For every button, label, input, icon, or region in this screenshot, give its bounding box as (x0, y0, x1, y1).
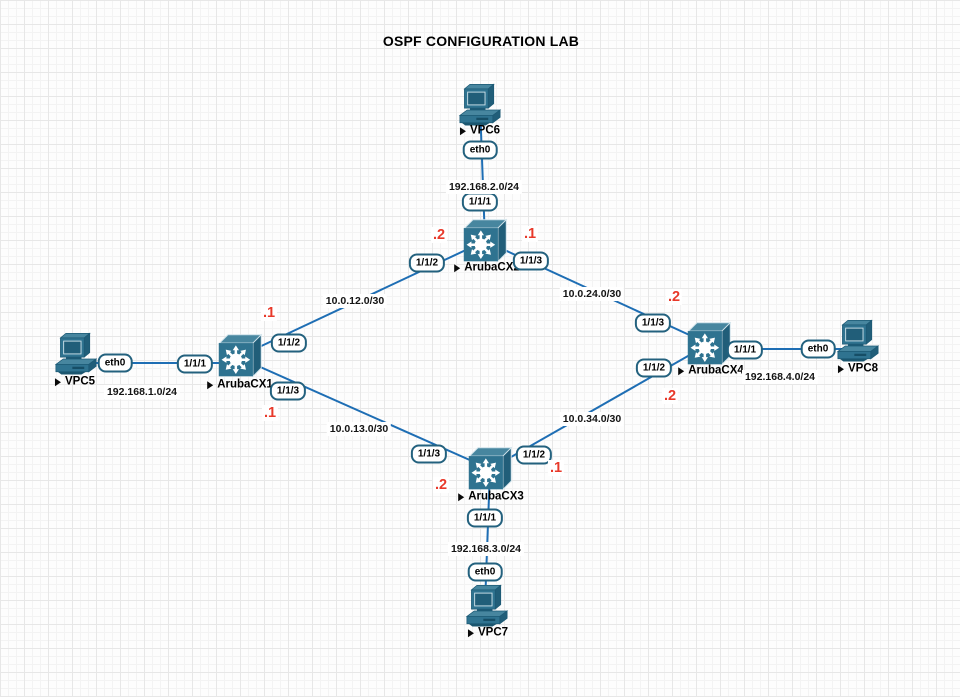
play-icon (678, 367, 685, 375)
link-arubacx1-arubacx3[interactable] (239, 357, 491, 470)
pc-icon (457, 83, 503, 126)
subnet-label-vpc6-cx2[interactable]: 192.168.2.0/24 (445, 180, 523, 194)
pc-icon (53, 332, 99, 375)
node-label-arubacx3[interactable]: ArubaCX3 (458, 491, 524, 503)
subnet-label-cx3-cx4[interactable]: 10.0.34.0/30 (559, 412, 625, 426)
ip-octet-cx3-on-34[interactable]: .1 (547, 460, 565, 476)
port-label-cx2-1-1-3[interactable]: 1/1/3 (512, 251, 550, 271)
switch-icon (216, 332, 264, 380)
play-icon (454, 264, 461, 272)
play-icon (54, 378, 61, 386)
ip-octet-cx3-on-13[interactable]: .2 (432, 477, 450, 493)
port-label-cx1-1-1-3[interactable]: 1/1/3 (269, 381, 307, 401)
node-arubacx2[interactable] (461, 217, 509, 265)
node-vpc5[interactable] (53, 332, 99, 375)
port-label-cx3-1-1-3[interactable]: 1/1/3 (410, 444, 448, 464)
play-icon (459, 127, 466, 135)
link-vpc6-arubacx2[interactable] (479, 103, 486, 242)
switch-icon (461, 217, 509, 265)
play-icon (467, 629, 474, 637)
node-label-arubacx4[interactable]: ArubaCX4 (678, 365, 744, 377)
ip-octet-cx2-on-24[interactable]: .1 (521, 226, 539, 242)
port-label-vpc7-eth0[interactable]: eth0 (467, 562, 503, 582)
diagram-title[interactable]: OSPF CONFIGURATION LAB (382, 33, 580, 49)
port-label-cx4-1-1-2[interactable]: 1/1/2 (635, 358, 673, 378)
ip-octet-cx4-on-24[interactable]: .2 (665, 289, 683, 305)
node-label-vpc8[interactable]: VPC8 (837, 363, 878, 375)
node-label-vpc6[interactable]: VPC6 (459, 125, 500, 137)
node-arubacx4[interactable] (685, 320, 733, 368)
port-label-cx1-1-1-1[interactable]: 1/1/1 (176, 354, 214, 374)
play-icon (458, 493, 465, 501)
subnet-label-vpc7-cx3[interactable]: 192.168.3.0/24 (447, 542, 525, 556)
play-icon (837, 365, 844, 373)
node-label-vpc7[interactable]: VPC7 (467, 627, 508, 639)
ip-octet-cx2-on-12[interactable]: .2 (430, 227, 448, 243)
subnet-label-cx1-cx3[interactable]: 10.0.13.0/30 (326, 422, 392, 436)
port-label-vpc5-eth0[interactable]: eth0 (97, 353, 133, 373)
node-vpc8[interactable] (835, 319, 881, 362)
port-label-cx4-1-1-1[interactable]: 1/1/1 (726, 340, 764, 360)
port-label-cx2-1-1-1[interactable]: 1/1/1 (461, 192, 499, 212)
port-label-cx4-1-1-3[interactable]: 1/1/3 (634, 313, 672, 333)
node-arubacx1[interactable] (216, 332, 264, 380)
port-label-cx3-1-1-2[interactable]: 1/1/2 (515, 445, 553, 465)
node-arubacx3[interactable] (466, 445, 514, 493)
ip-octet-cx1-on-12[interactable]: .1 (260, 305, 278, 321)
node-label-vpc5[interactable]: VPC5 (54, 376, 95, 388)
subnet-label-cx2-cx4[interactable]: 10.0.24.0/30 (559, 287, 625, 301)
subnet-label-cx1-cx2[interactable]: 10.0.12.0/30 (322, 294, 388, 308)
ip-octet-cx1-on-13[interactable]: .1 (261, 405, 279, 421)
port-label-cx1-1-1-2[interactable]: 1/1/2 (270, 333, 308, 353)
port-label-vpc8-eth0[interactable]: eth0 (800, 339, 836, 359)
port-label-vpc6-eth0[interactable]: eth0 (462, 140, 498, 160)
pc-icon (835, 319, 881, 362)
switch-icon (685, 320, 733, 368)
port-label-cx2-1-1-2[interactable]: 1/1/2 (408, 253, 446, 273)
subnet-label-vpc5-cx1[interactable]: 192.168.1.0/24 (103, 385, 181, 399)
switch-icon (466, 445, 514, 493)
play-icon (207, 381, 214, 389)
pc-icon (464, 584, 510, 627)
node-vpc7[interactable] (464, 584, 510, 627)
subnet-label-vpc8-cx4[interactable]: 192.168.4.0/24 (741, 370, 819, 384)
link-vpc7-arubacx3[interactable] (484, 468, 491, 606)
node-label-arubacx1[interactable]: ArubaCX1 (207, 379, 273, 391)
port-label-cx3-1-1-1[interactable]: 1/1/1 (466, 508, 504, 528)
node-label-arubacx2[interactable]: ArubaCX2 (454, 262, 520, 274)
ip-octet-cx4-on-34[interactable]: .2 (661, 388, 679, 404)
node-vpc6[interactable] (457, 83, 503, 126)
